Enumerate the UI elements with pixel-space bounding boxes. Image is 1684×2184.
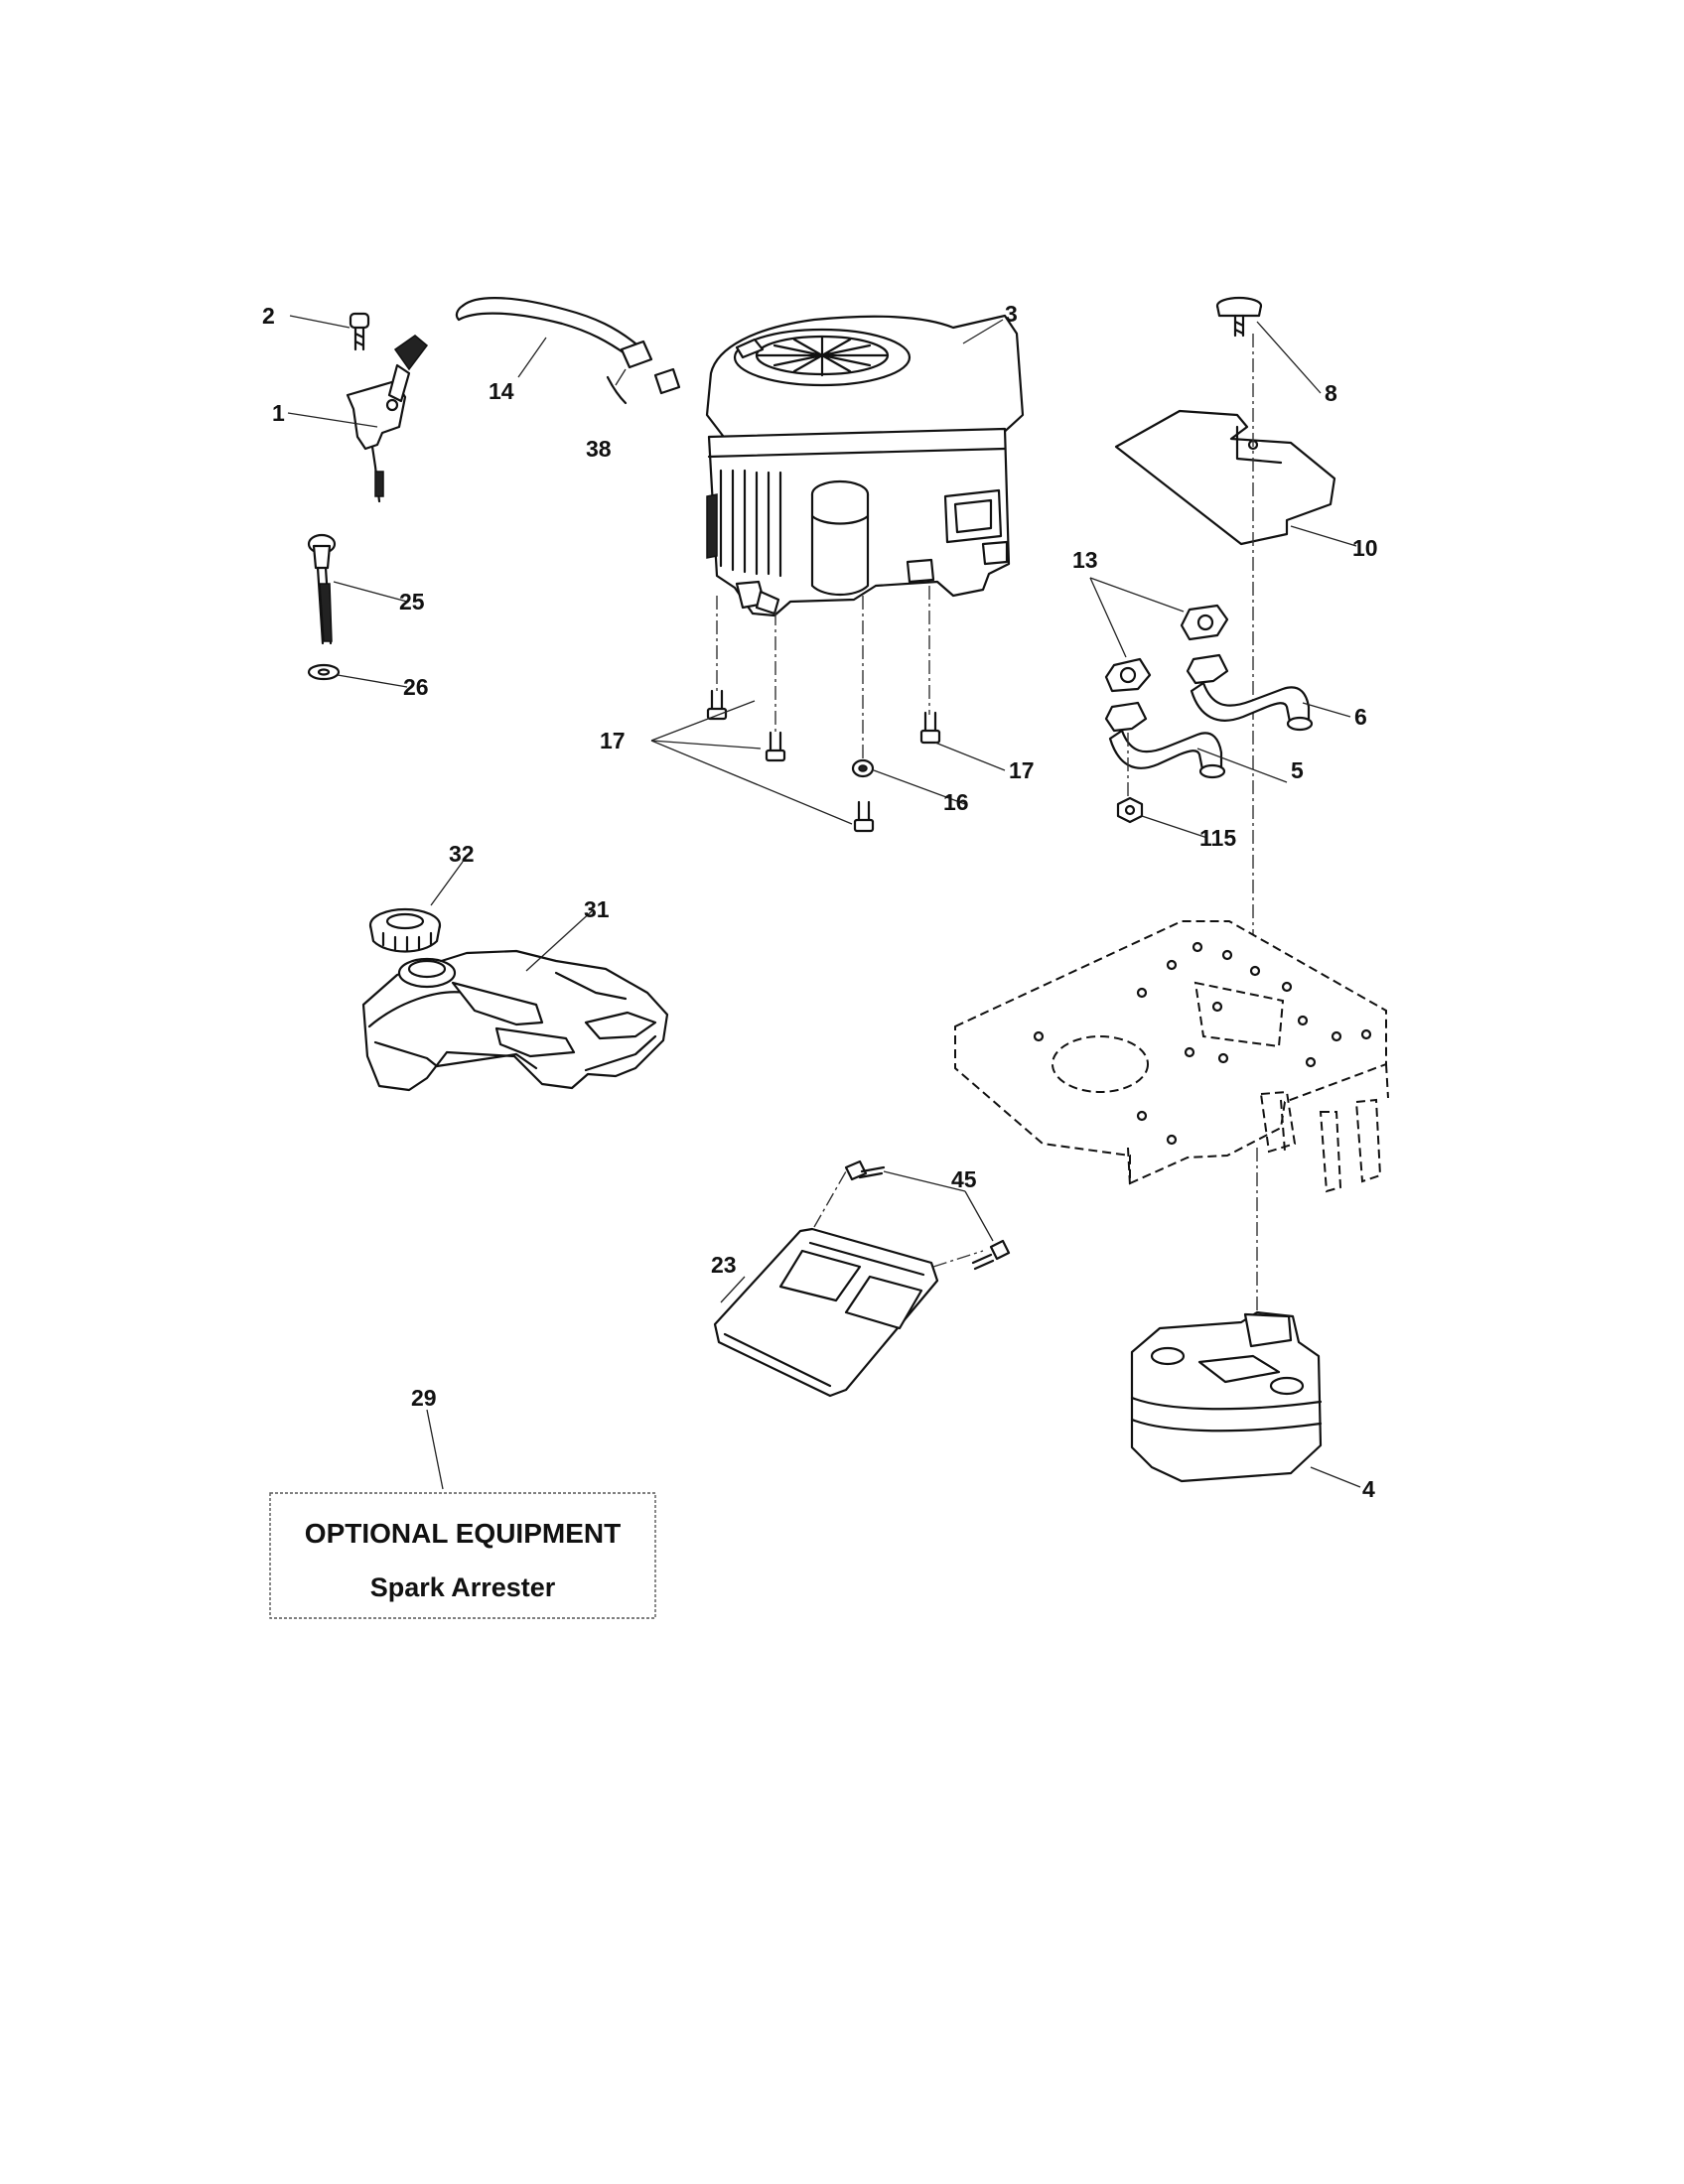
heat-shield-part [1114,409,1336,546]
bolt-part [853,800,875,833]
dipstick-part [307,533,337,645]
callout-10: 10 [1352,535,1378,561]
callout-26: 26 [403,674,429,700]
fuel-tank-part [361,949,669,1092]
callout-14: 14 [489,378,514,404]
fuel-hose-part [455,297,637,357]
callout-25: 25 [399,589,425,614]
callout-32: 32 [449,841,475,867]
callout-5: 5 [1291,757,1304,783]
callout-29: 29 [411,1385,437,1411]
callout-8: 8 [1325,380,1337,406]
screw-part [844,1160,886,1181]
engine-part [705,314,1025,617]
screw-part [349,312,370,351]
bolt-part [765,731,786,762]
throttle-control-part [346,335,429,503]
callout-45: 45 [951,1166,977,1192]
callout-31: 31 [584,896,610,922]
engine-mounting-centerlines [716,586,930,764]
spark-arrester-label: Spark Arrester [370,1572,556,1602]
muffler-part [1130,1310,1323,1483]
plate-holes [1033,941,1372,1146]
callout-17: 17 [1009,757,1035,783]
callout-4: 4 [1362,1476,1375,1502]
fuel-fitting-part [606,340,681,405]
callout-3: 3 [1005,301,1018,327]
muffler-bracket-part [713,1170,984,1398]
exhaust-pipe-part [1104,701,1226,779]
washer-part [307,663,341,681]
exhaust-pipe-part [1186,653,1314,732]
knob-part [1215,296,1263,338]
callout-38: 38 [586,436,612,462]
bolt-part [919,711,941,745]
fuel-cap-part [368,907,442,953]
gasket-part [1180,604,1229,641]
callout-115: 115 [1199,825,1236,851]
callout-1: 1 [272,400,285,426]
callout-13: 13 [1072,547,1098,573]
optional-equipment-title: OPTIONAL EQUIPMENT [305,1518,621,1549]
washer-part [851,758,875,778]
screw-part [971,1239,1011,1271]
callout-labels: 2 1 14 38 3 8 10 13 6 5 115 25 26 17 17 … [262,301,1378,1502]
nut-part [1116,796,1144,824]
callout-23: 23 [711,1252,737,1278]
engine-mounting-plate-phantom [954,920,1389,1193]
callout-16: 16 [943,789,969,815]
callout-17: 17 [600,728,626,753]
callout-2: 2 [262,303,275,329]
bolt-part [706,689,728,721]
callout-6: 6 [1354,704,1367,730]
gasket-part [1104,657,1152,693]
leader-lines [287,315,1361,1490]
optional-equipment-box: OPTIONAL EQUIPMENT Spark Arrester [269,1492,656,1619]
